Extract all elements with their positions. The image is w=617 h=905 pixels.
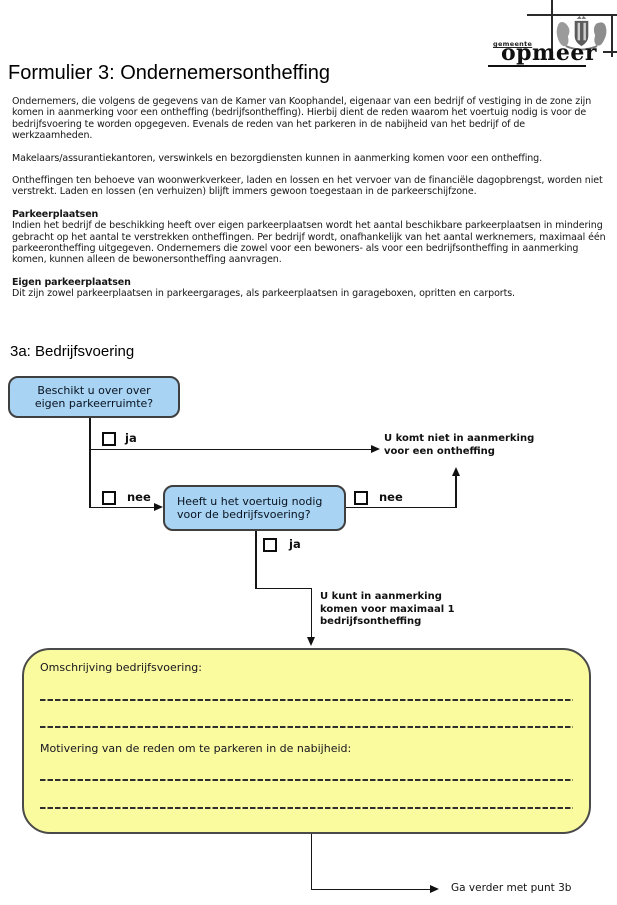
checkbox-ja-own-parking[interactable] <box>102 432 116 446</box>
flow-connector <box>89 448 373 450</box>
outcome-no-exemption: U komt niet in aanmerking voor een onthe… <box>384 433 535 457</box>
flow-connector <box>346 506 456 508</box>
checkbox-ja-vehicle-label: ja <box>289 537 301 551</box>
intro-paragraph-4: Indien het bedrijf de beschikking heeft … <box>12 220 606 266</box>
logo-crop-line-left <box>551 0 553 53</box>
checkbox-ja-vehicle[interactable] <box>263 538 277 552</box>
intro-paragraph-5: Dit zijn zowel parkeerplaatsen in parkee… <box>12 288 515 300</box>
flow-connector <box>455 476 457 508</box>
page-title: Formulier 3: Ondernemersontheffing <box>8 62 331 84</box>
flow-connector <box>89 418 91 508</box>
heading-eigen-parkeerplaatsen: Eigen parkeerplaatsen <box>12 276 131 288</box>
flow-connector <box>255 587 312 589</box>
question-box-vehicle-needed-label: Heeft u het voertuig nodig voor de bedri… <box>177 494 323 522</box>
heading-parkeerplaatsen: Parkeerplaatsen <box>12 208 99 220</box>
outcome-exemption-possible: U kunt in aanmerking komen voor maximaal… <box>320 591 455 628</box>
next-step-note: Ga verder met punt 3b <box>451 882 572 894</box>
intro-paragraph-2: Makelaars/assurantiekantoren, verswinkel… <box>12 152 543 164</box>
arrow-right-icon <box>154 502 163 511</box>
flow-connector <box>310 587 312 638</box>
checkbox-nee-vehicle-label: nee <box>379 490 403 504</box>
logo-municipality-name: opmeer <box>501 40 597 66</box>
question-box-vehicle-needed: Heeft u het voertuig nodig voor de bedri… <box>163 485 346 531</box>
write-line-motivering-2[interactable] <box>40 807 573 809</box>
write-line-motivering-1[interactable] <box>40 779 573 781</box>
intro-paragraph-3: Ontheffingen ten behoeve van woonwerkver… <box>12 175 603 198</box>
logo-crop-line-bottom <box>603 51 617 53</box>
arrow-up-icon <box>451 467 460 476</box>
question-box-own-parking: Beschikt u over over eigen parkeerruimte… <box>8 376 180 418</box>
flow-connector <box>310 888 432 890</box>
label-motivering: Motivering van de reden om te parkeren i… <box>40 742 352 755</box>
checkbox-ja-own-parking-label: ja <box>125 431 137 445</box>
arrow-right-icon <box>371 444 380 453</box>
checkbox-nee-own-parking-label: nee <box>127 490 151 504</box>
logo-underline <box>488 65 586 67</box>
arrow-right-icon <box>430 884 439 893</box>
section-heading-3a: 3a: Bedrijfsvoering <box>10 343 135 360</box>
label-omschrijving: Omschrijving bedrijfsvoering: <box>40 661 202 674</box>
logo-gemeente-label: gemeente <box>493 40 533 48</box>
intro-text-block: Ondernemers, die volgens de gegevens van… <box>12 96 606 311</box>
logo-crop-line-top <box>527 14 617 16</box>
intro-paragraph-1: Ondernemers, die volgens de gegevens van… <box>12 96 592 142</box>
fill-in-box: Omschrijving bedrijfsvoering: Motivering… <box>22 648 591 834</box>
write-line-omschrijving-1[interactable] <box>40 699 573 701</box>
flow-connector <box>255 531 257 589</box>
logo-crop-line-right <box>611 14 613 57</box>
flow-connector <box>310 834 312 890</box>
arrow-down-icon <box>306 637 315 646</box>
write-line-omschrijving-2[interactable] <box>40 726 573 728</box>
question-box-own-parking-label: Beschikt u over over eigen parkeerruimte… <box>34 383 154 411</box>
coat-of-arms-icon <box>556 16 607 51</box>
flow-connector <box>89 506 155 508</box>
checkbox-nee-vehicle[interactable] <box>354 491 368 505</box>
checkbox-nee-own-parking[interactable] <box>102 491 116 505</box>
